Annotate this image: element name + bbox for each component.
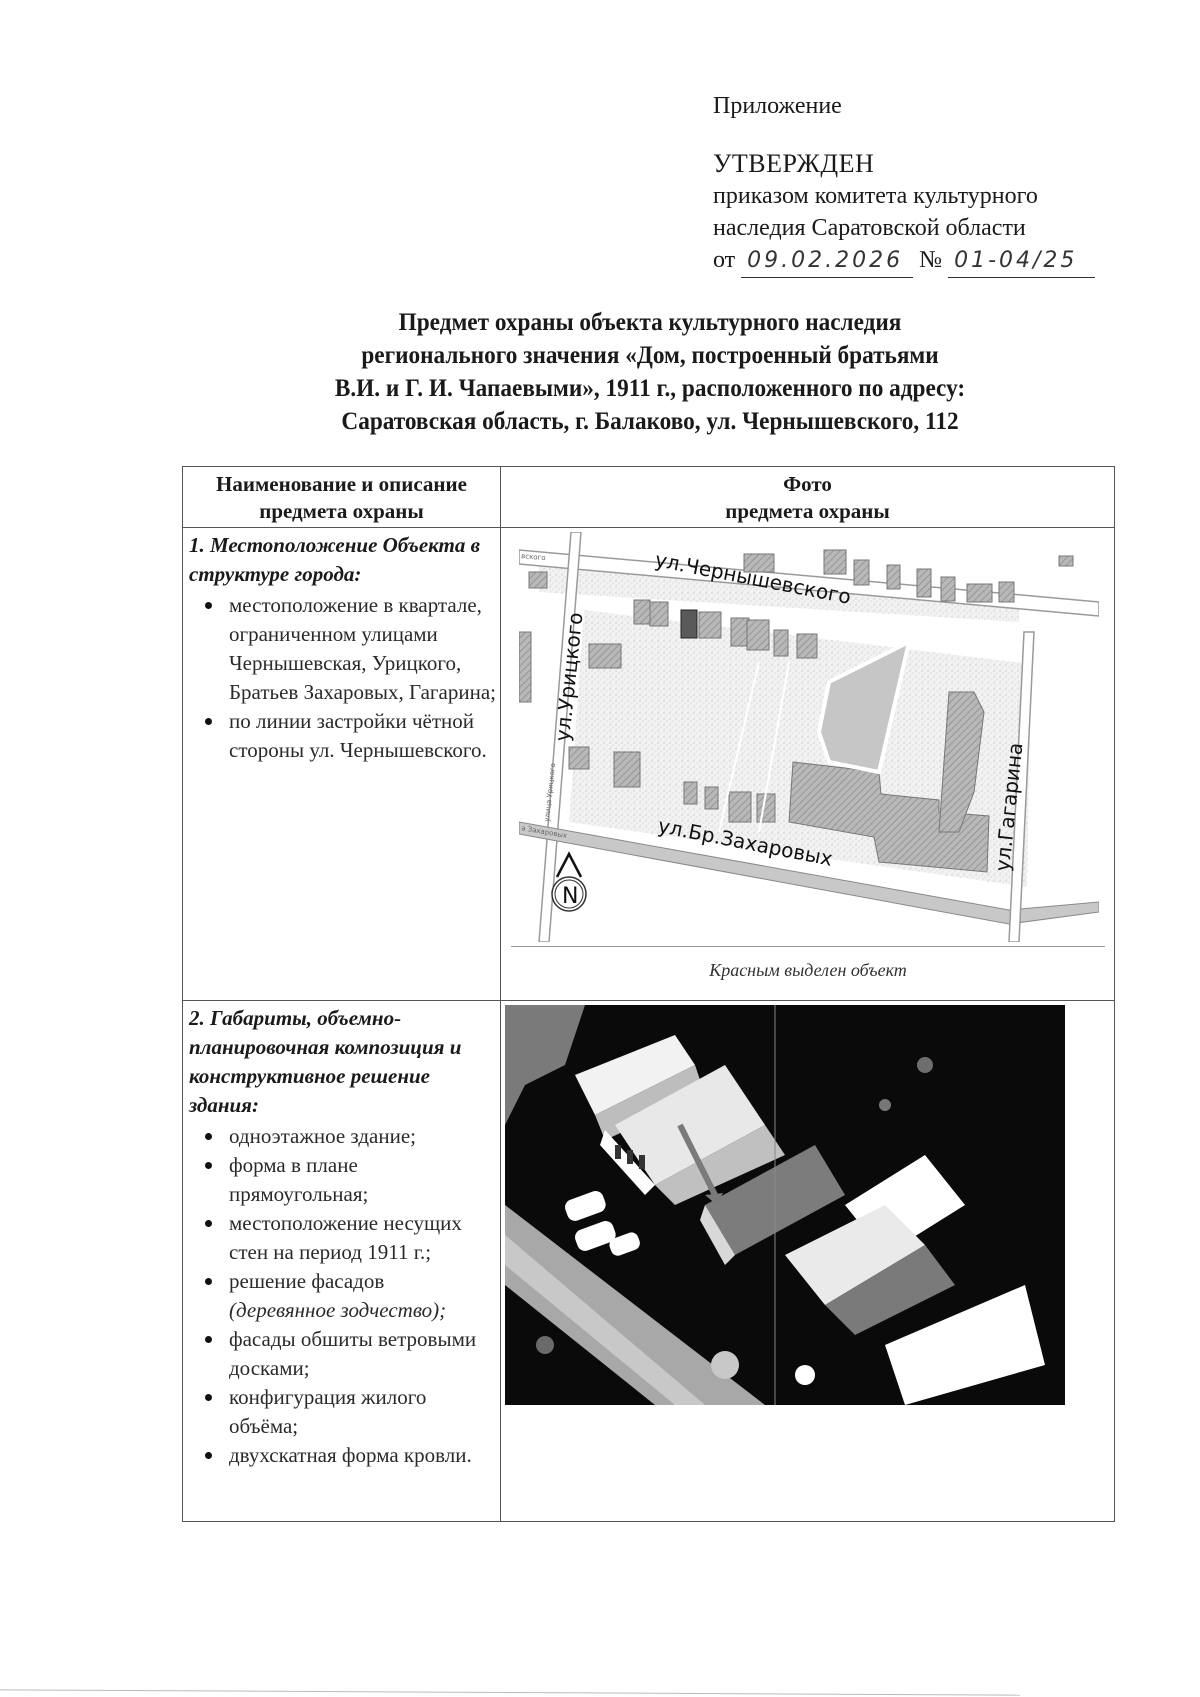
order-date: 09.02.2026: [741, 245, 914, 278]
order-date-number: от 09.02.2026 № 01-04/25: [713, 244, 1133, 278]
list-item: двухскатная форма кровли.: [189, 1441, 496, 1470]
table-header-row: Наименование и описание предмета охраны …: [182, 466, 1115, 528]
table-row: 1. Местоположение Объекта в структуре го…: [182, 527, 1115, 1001]
row2-photo-cell: [500, 1000, 1115, 1522]
title-line-1: Предмет охраны объекта культурного насле…: [398, 309, 902, 336]
map-caption: Красным выделен объект: [709, 960, 907, 980]
header-photo-line-1: Фото: [783, 472, 832, 496]
aerial-photo: [501, 1001, 1115, 1521]
row1-map-cell: ул.Чернышевского ул.Урицкого ул.Бр.Захар…: [500, 527, 1115, 1001]
title-line-4: Саратовская область, г. Балаково, ул. Че…: [341, 408, 959, 435]
header-photo: Фото предмета охраны: [500, 466, 1115, 528]
list-item: местоположение в квартале, ограниченном …: [189, 591, 496, 707]
location-map: ул.Чернышевского ул.Урицкого ул.Бр.Захар…: [501, 528, 1115, 1000]
list-item: одноэтажное здание;: [189, 1122, 496, 1151]
scan-artifact-line: [0, 1689, 1020, 1696]
street-gagarina: [1008, 631, 1035, 942]
header-photo-line-2: предмета охраны: [725, 499, 890, 523]
protection-subject-table: Наименование и описание предмета охраны …: [182, 466, 1115, 1522]
list-item: решение фасадов (деревянное зодчество);: [189, 1267, 496, 1325]
facade-solution: решение фасадов: [229, 1269, 385, 1293]
header-description: Наименование и описание предмета охраны: [182, 466, 501, 528]
date-prefix: от: [713, 247, 736, 273]
approval-block: Приложение УТВЕРЖДЕН приказом комитета к…: [713, 90, 1133, 278]
street-zakharovyh: [519, 821, 1099, 925]
row1-items: местоположение в квартале, ограниченном …: [189, 591, 496, 765]
label-chernyshevskogo-small: вского: [521, 552, 546, 562]
order-number: 01-04/25: [948, 245, 1096, 278]
facade-note: (деревянное зодчество);: [229, 1298, 447, 1322]
title-line-2: регионального значения «Дом, построенный…: [361, 342, 939, 369]
row2-title: 2. Габариты, объемно-планировочная компо…: [189, 1006, 462, 1117]
number-prefix: №: [919, 247, 943, 273]
row1-description: 1. Местоположение Объекта в структуре го…: [182, 527, 501, 1001]
list-item: местоположение несущих стен на период 19…: [189, 1209, 496, 1267]
aerial-photo-image: [505, 1005, 1065, 1405]
arrow-icon: [677, 1123, 718, 1197]
table-row: 2. Габариты, объемно-планировочная компо…: [182, 1000, 1115, 1522]
svg-text:N: N: [562, 884, 578, 909]
title-line-3: В.И. и Г. И. Чапаевыми», 1911 г., распол…: [334, 375, 966, 402]
map-drawing: ул.Чернышевского ул.Урицкого ул.Бр.Захар…: [519, 532, 1099, 942]
row2-items: одноэтажное здание; форма в плане прямоу…: [189, 1122, 496, 1470]
approved-label: УТВЕРЖДЕН: [713, 149, 875, 178]
list-item: по линии застройки чётной стороны ул. Че…: [189, 707, 496, 765]
map-divider: [511, 946, 1105, 947]
order-line-2: наследия Саратовской области: [713, 215, 1026, 241]
compass-north-icon: N: [551, 851, 587, 912]
list-item: форма в плане прямоугольная;: [189, 1151, 496, 1209]
annex-label: Приложение: [713, 93, 842, 119]
list-item: фасады обшиты ветровыми досками;: [189, 1325, 496, 1383]
order-line-1: приказом комитета культурного: [713, 183, 1038, 209]
document-title: Предмет охраны объекта культурного насле…: [269, 306, 1032, 438]
row2-description: 2. Габариты, объемно-планировочная компо…: [182, 1000, 501, 1522]
row1-title: 1. Местоположение Объекта в структуре го…: [189, 533, 480, 586]
highlighted-object: [680, 609, 698, 639]
list-item: конфигурация жилого объёма;: [189, 1383, 496, 1441]
